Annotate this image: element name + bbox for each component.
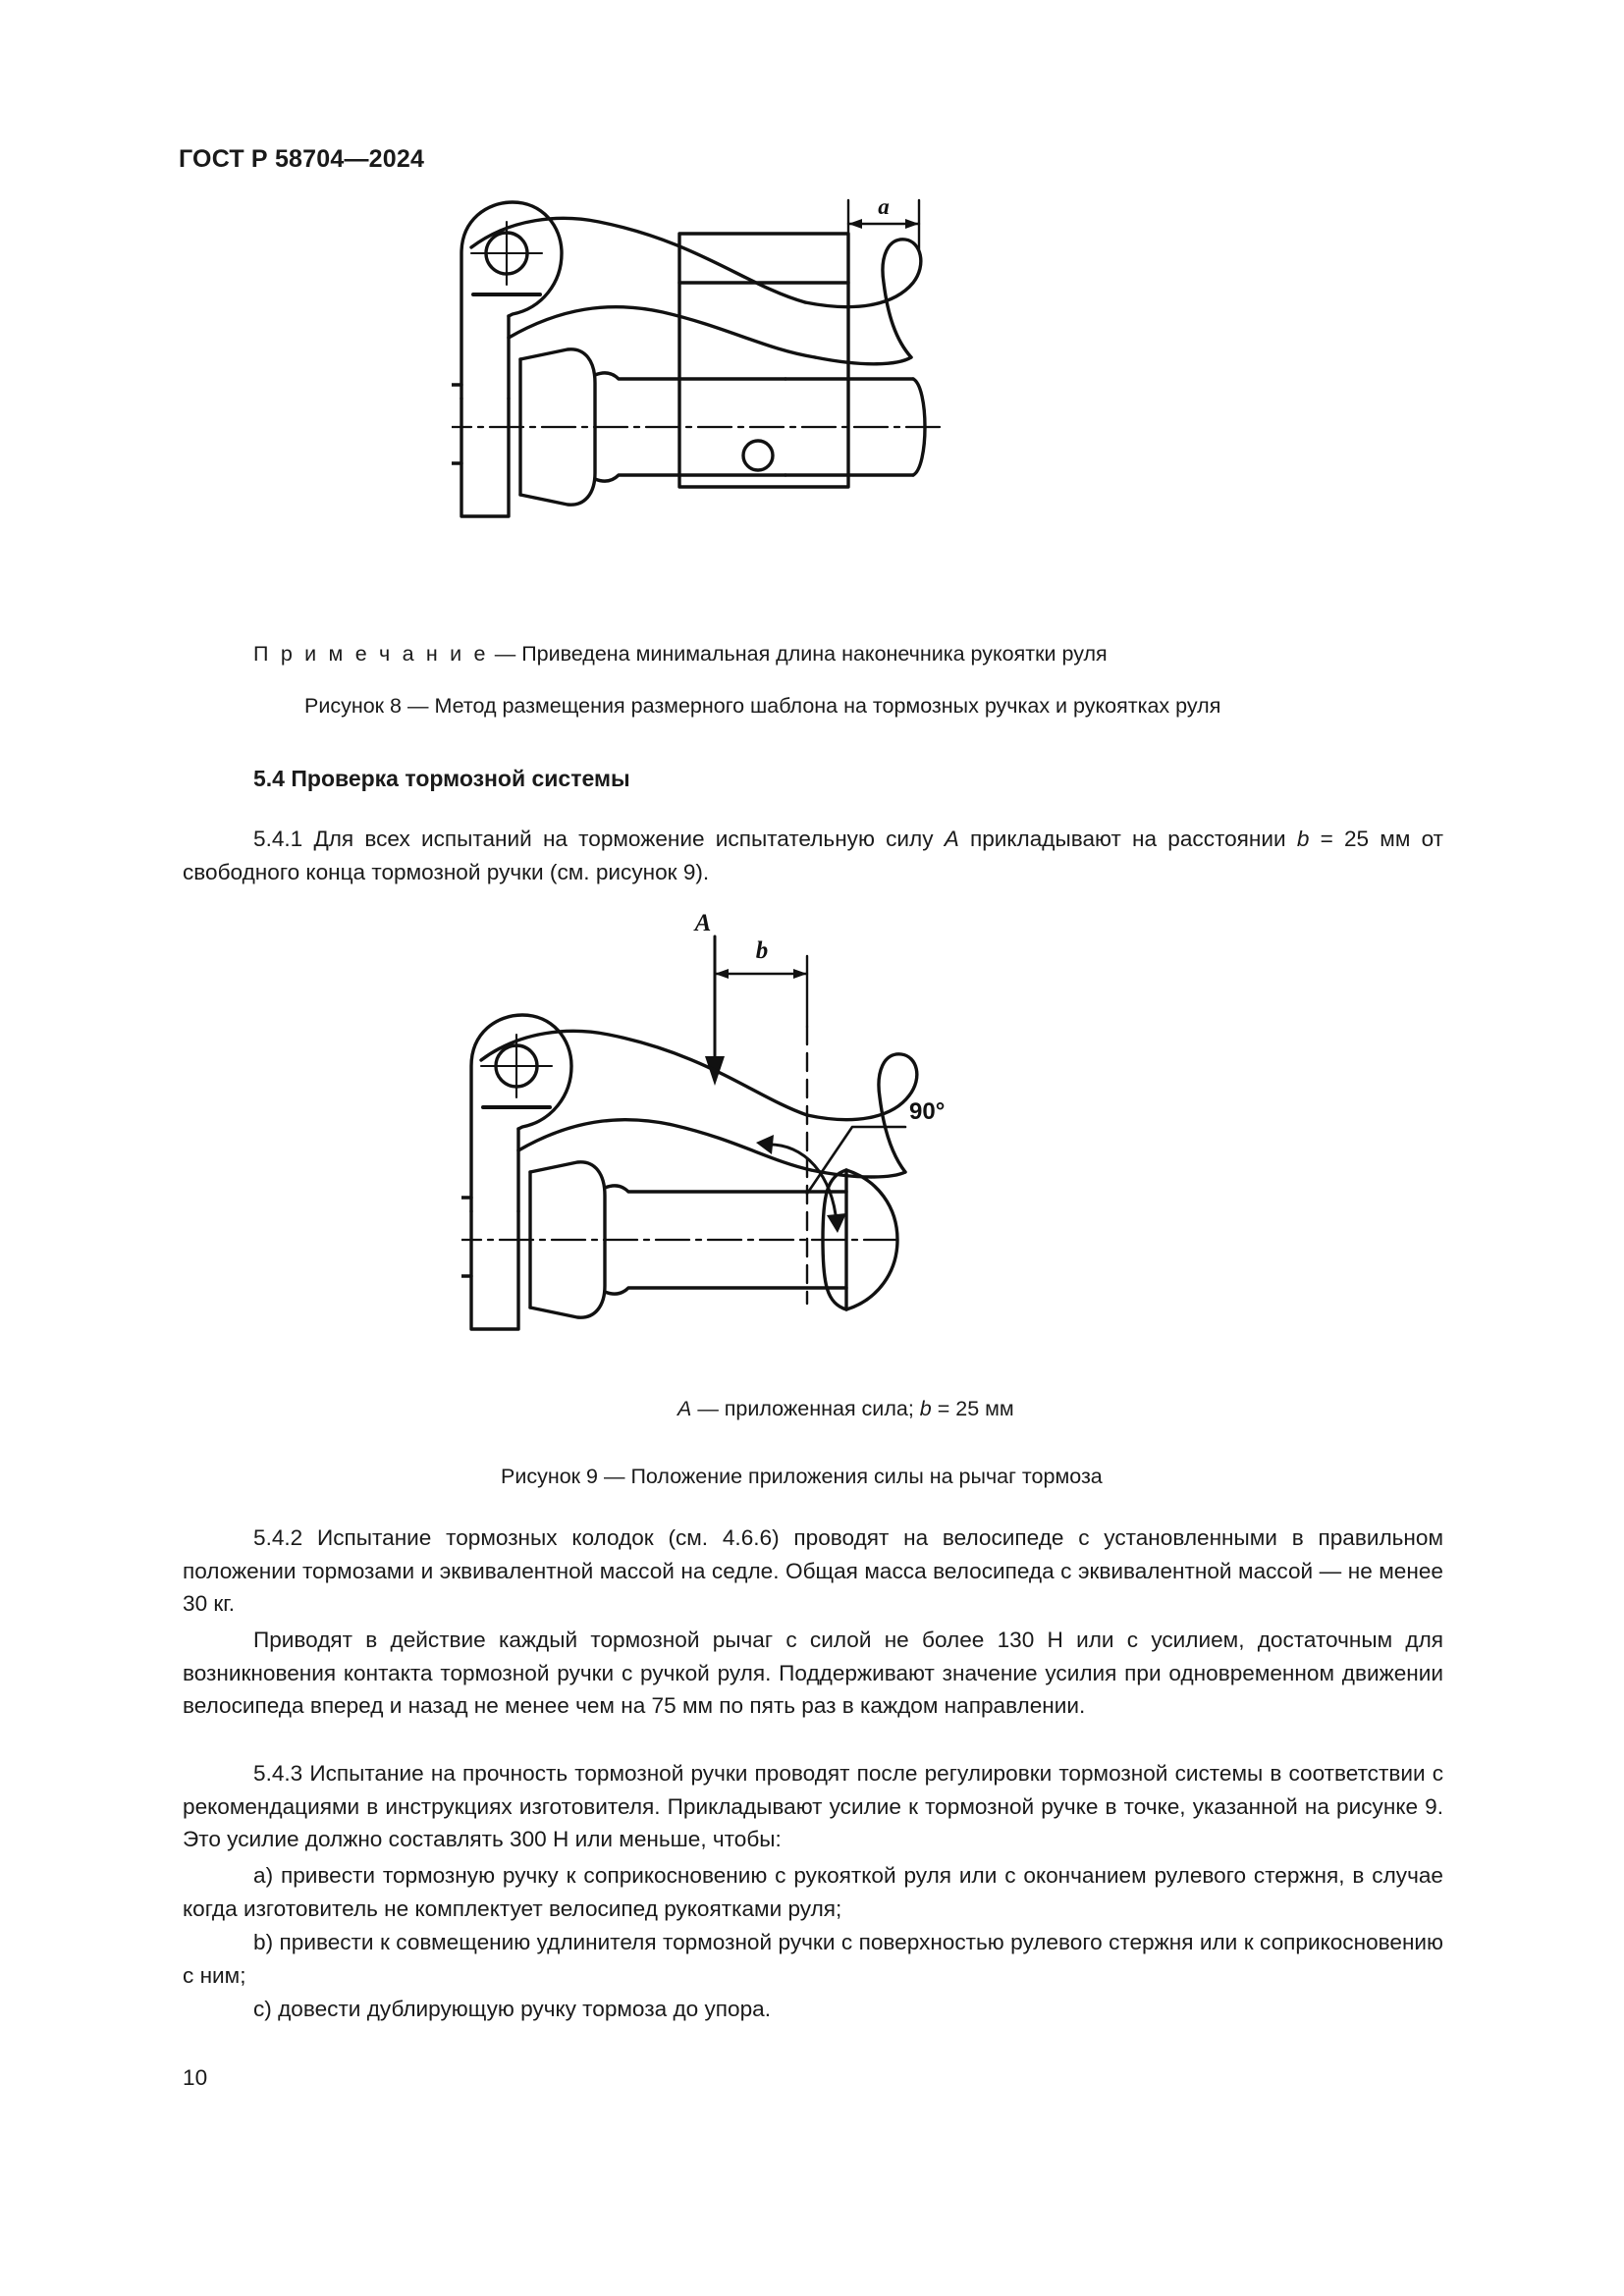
dimension-b-label: b xyxy=(756,937,769,964)
paragraph-5-4-1: 5.4.1 Для всех испытаний на торможение и… xyxy=(183,823,1443,888)
document-header: ГОСТ Р 58704—2024 xyxy=(179,145,425,173)
list-item-a-text: a) привести тормозную ручку к соприкосно… xyxy=(183,1863,1443,1921)
p541-part2: прикладывают на расстоянии xyxy=(958,827,1297,851)
paragraph-5-4-2-text: 5.4.2 Испытание тормозных колодок (см. 4… xyxy=(183,1525,1443,1617)
paragraph-5-4-3: 5.4.3 Испытание на прочность тормозной р… xyxy=(183,1757,1443,1856)
list-item-b: b) привести к совмещению удлинителя торм… xyxy=(183,1926,1443,1992)
legend-symbol-b: b xyxy=(919,1397,932,1420)
page-number: 10 xyxy=(183,2065,208,2090)
paragraph-5-4-3-text: 5.4.3 Испытание на прочность тормозной р… xyxy=(183,1761,1443,1852)
list-item-c: c) довести дублирующую ручку тормоза до … xyxy=(183,1993,1443,2026)
paragraph-brake-lever-actuation: Приводят в действие каждый тормозной рыч… xyxy=(183,1624,1443,1723)
note-dash: — xyxy=(494,642,516,666)
legend-symbol-A: A xyxy=(677,1397,692,1420)
p541-part3: = 25 мм от свободного конца тормозной ру… xyxy=(183,827,1443,884)
angle-90-label: 90° xyxy=(909,1098,945,1125)
figure-9-caption: Рисунок 9 — Положение приложения силы на… xyxy=(501,1465,1103,1488)
p541-part1: 5.4.1 Для всех испытаний на торможение и… xyxy=(253,827,945,851)
list-item-c-text: c) довести дублирующую ручку тормоза до … xyxy=(253,1997,771,2021)
legend-end-text: = 25 мм xyxy=(931,1397,1014,1420)
figure-8-technical-drawing: /* handlebar clamp body (vertical bracke… xyxy=(452,192,1178,585)
note-label: П р и м е ч а н и е xyxy=(253,642,489,666)
p541-symbol-A: A xyxy=(944,827,959,851)
list-item-b-text: b) привести к совмещению удлинителя торм… xyxy=(183,1930,1443,1988)
p541-symbol-b: b xyxy=(1296,827,1310,851)
figure-9-technical-drawing: A b 90° xyxy=(461,913,1188,1355)
section-heading-5-4: 5.4 Проверка тормозной системы xyxy=(253,766,630,791)
list-item-a: a) привести тормозную ручку к соприкосно… xyxy=(183,1859,1443,1925)
note-text: Приведена минимальная длина наконечника … xyxy=(521,642,1108,666)
paragraph-5-4-2: 5.4.2 Испытание тормозных колодок (см. 4… xyxy=(183,1522,1443,1621)
figure-8-caption: Рисунок 8 — Метод размещения размерного … xyxy=(304,694,1221,718)
figure-9-legend: A — приложенная сила; b = 25 мм xyxy=(677,1397,1014,1421)
force-label-A: A xyxy=(693,913,712,936)
figure-8-note: П р и м е ч а н и е — Приведена минималь… xyxy=(253,642,1108,667)
legend-mid-text: — приложенная сила; xyxy=(691,1397,920,1420)
paragraph-brake-lever-actuation-text: Приводят в действие каждый тормозной рыч… xyxy=(183,1628,1443,1719)
dimension-a-label: a xyxy=(878,194,890,219)
